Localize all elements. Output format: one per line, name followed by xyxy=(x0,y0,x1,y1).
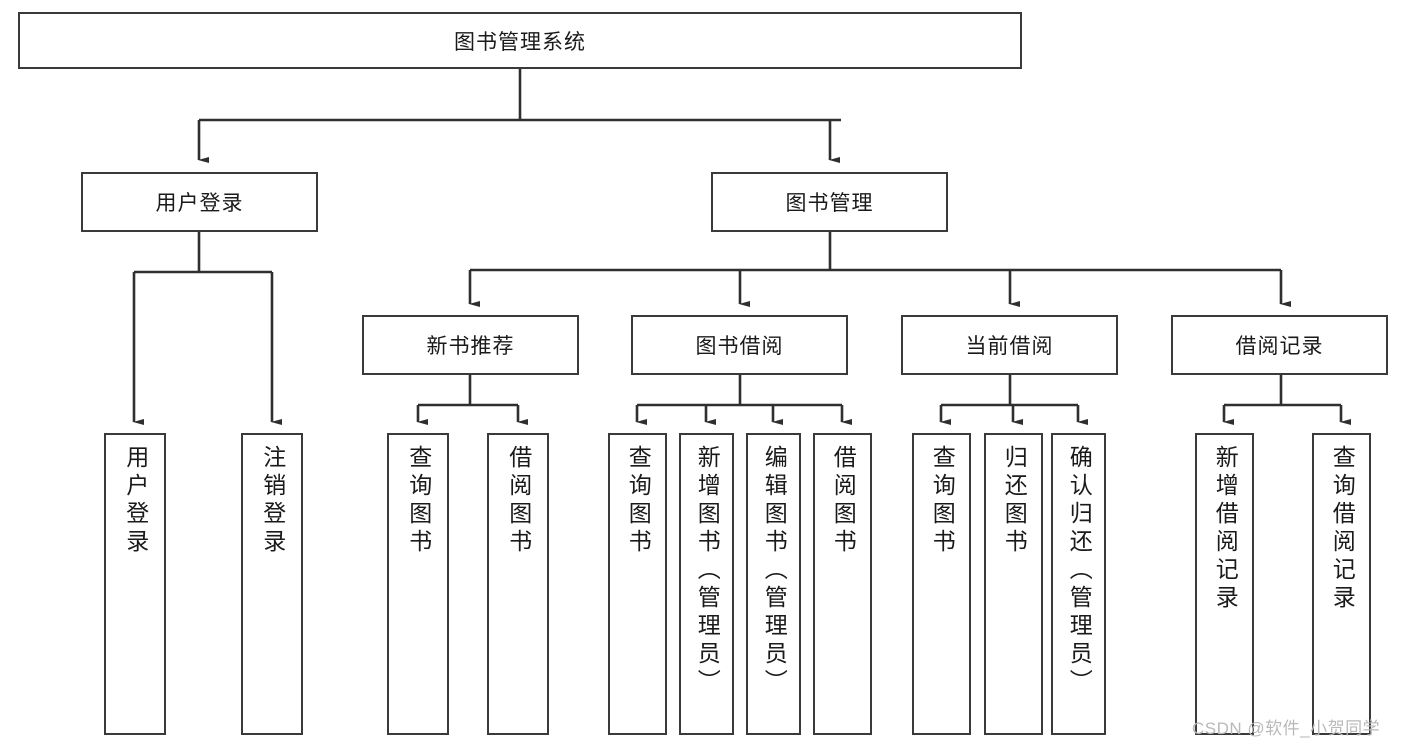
node-book-borrow[interactable]: 图书借阅 xyxy=(631,315,848,375)
leaf-query-book-current-label: 查询图书 xyxy=(929,445,956,557)
node-book-borrow-label: 图书借阅 xyxy=(695,335,784,358)
leaf-query-book-borrow[interactable]: 查询图书 xyxy=(608,433,667,735)
leaf-borrow-book-label: 借阅图书 xyxy=(830,445,857,557)
leaf-query-book-current[interactable]: 查询图书 xyxy=(912,433,971,735)
leaf-return-book-label: 归还图书 xyxy=(1001,445,1028,557)
node-current-borrow-label: 当前借阅 xyxy=(965,335,1054,358)
node-new-book-recommend-label: 新书推荐 xyxy=(426,335,515,358)
leaf-add-book-admin[interactable]: 新增图书（管理员） xyxy=(679,433,734,735)
leaf-user-login-label: 用户登录 xyxy=(122,445,149,557)
leaf-borrow-book[interactable]: 借阅图书 xyxy=(813,433,872,735)
leaf-confirm-return-admin[interactable]: 确认归还（管理员） xyxy=(1051,433,1106,735)
node-user-login-label: 用户登录 xyxy=(155,192,244,215)
leaf-add-book-admin-label: 新增图书（管理员） xyxy=(694,445,721,697)
leaf-user-login[interactable]: 用户登录 xyxy=(104,433,166,735)
node-new-book-recommend[interactable]: 新书推荐 xyxy=(362,315,579,375)
node-book-manage-label: 图书管理 xyxy=(785,192,874,215)
node-current-borrow[interactable]: 当前借阅 xyxy=(901,315,1118,375)
leaf-query-book-borrow-label: 查询图书 xyxy=(625,445,652,557)
leaf-add-borrow-record-label: 新增借阅记录 xyxy=(1212,445,1239,613)
leaf-query-book-recommend-label: 查询图书 xyxy=(405,445,432,557)
leaf-edit-book-admin-label: 编辑图书（管理员） xyxy=(761,445,788,697)
leaf-add-borrow-record[interactable]: 新增借阅记录 xyxy=(1195,433,1254,735)
leaf-return-book[interactable]: 归还图书 xyxy=(984,433,1043,735)
csdn-watermark: CSDN @软件_小贺同学 xyxy=(1192,719,1381,738)
node-root[interactable]: 图书管理系统 xyxy=(18,12,1022,69)
node-root-label: 图书管理系统 xyxy=(454,30,586,54)
leaf-user-logout-label: 注销登录 xyxy=(259,445,286,557)
node-borrow-record[interactable]: 借阅记录 xyxy=(1171,315,1388,375)
leaf-query-book-recommend[interactable]: 查询图书 xyxy=(387,433,449,735)
node-user-login[interactable]: 用户登录 xyxy=(81,172,318,232)
node-book-manage[interactable]: 图书管理 xyxy=(711,172,948,232)
leaf-borrow-book-recommend[interactable]: 借阅图书 xyxy=(487,433,549,735)
node-borrow-record-label: 借阅记录 xyxy=(1235,335,1324,358)
leaf-user-logout[interactable]: 注销登录 xyxy=(241,433,303,735)
leaf-edit-book-admin[interactable]: 编辑图书（管理员） xyxy=(746,433,801,735)
leaf-borrow-book-recommend-label: 借阅图书 xyxy=(505,445,532,557)
leaf-query-borrow-record-label: 查询借阅记录 xyxy=(1329,445,1356,613)
leaf-query-borrow-record[interactable]: 查询借阅记录 xyxy=(1312,433,1371,735)
leaf-confirm-return-admin-label: 确认归还（管理员） xyxy=(1066,445,1093,697)
